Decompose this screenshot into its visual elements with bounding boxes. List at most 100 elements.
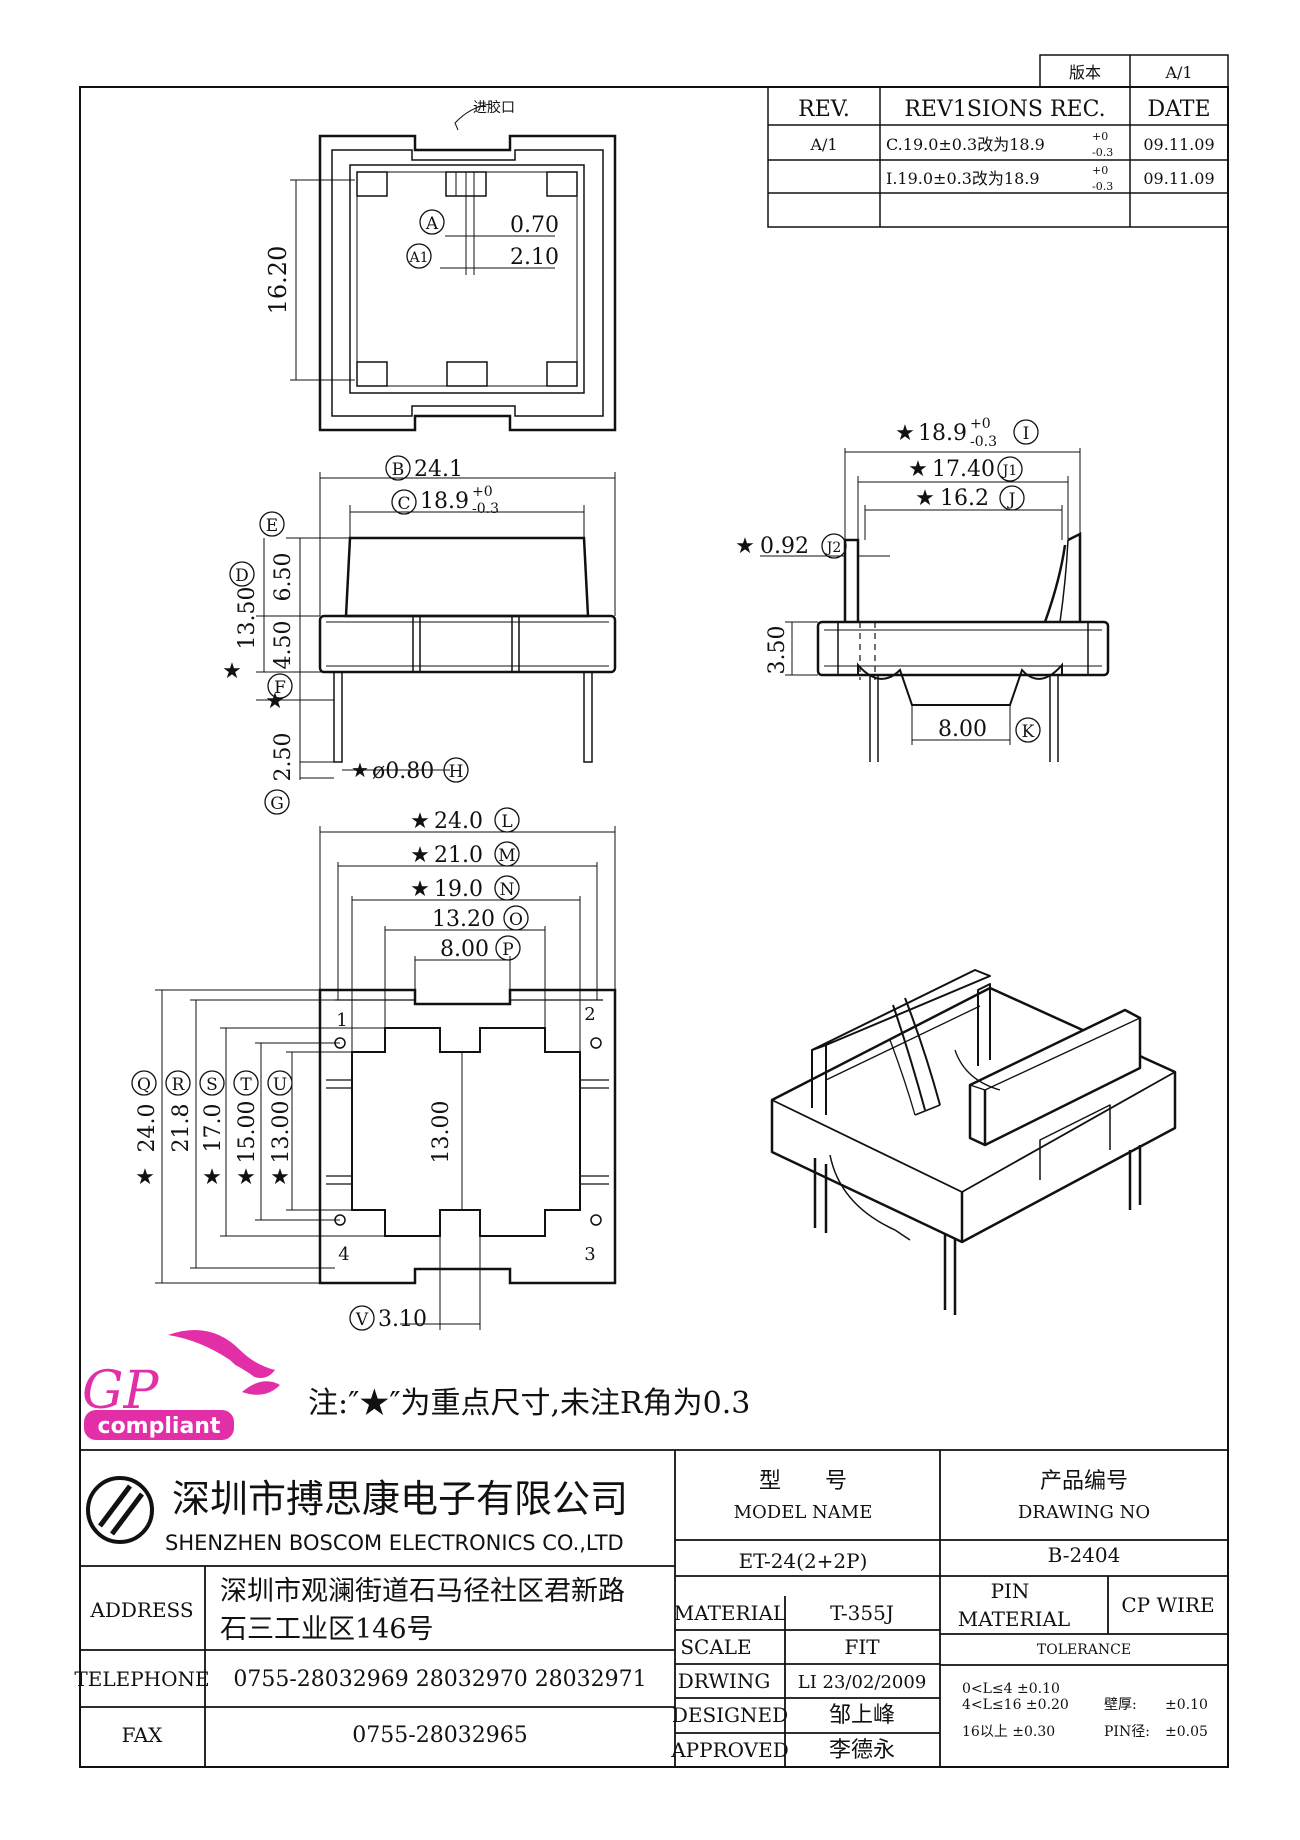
U-label: U xyxy=(273,1075,287,1095)
O-balloon xyxy=(503,905,529,931)
wall-label: 壁厚: xyxy=(1104,1697,1137,1713)
side-view-dims xyxy=(760,448,1081,745)
Q-value: 24.0 xyxy=(135,1104,160,1153)
T-label: T xyxy=(240,1075,252,1095)
J2-balloon xyxy=(821,533,847,559)
I-sub: -0.3 xyxy=(970,434,997,450)
C-sup: +0 xyxy=(472,484,493,500)
revision-table xyxy=(767,54,1229,228)
E-label: E xyxy=(266,516,278,536)
rev-row-2-rec: I.19.0±0.3改为18.9 xyxy=(886,169,1040,188)
Q-star: ★ xyxy=(135,1165,155,1190)
approved-label: APPROVED xyxy=(670,1738,789,1762)
pin-material-label-1: PIN xyxy=(991,1579,1030,1603)
A-balloon xyxy=(419,209,445,235)
D-label: D xyxy=(235,566,249,586)
J1-star: ★ xyxy=(908,457,928,482)
T-star: ★ xyxy=(236,1165,256,1190)
N-balloon xyxy=(494,875,520,901)
O-value: 13.20 xyxy=(432,907,495,932)
V-label: V xyxy=(355,1310,369,1330)
rev-row-1-sub: -0.3 xyxy=(1092,146,1113,159)
L-label: L xyxy=(501,812,512,832)
rev-row-1-rev: A/1 xyxy=(809,135,837,154)
drwing-value: LI 23/02/2009 xyxy=(798,1672,927,1693)
S-star: ★ xyxy=(202,1165,222,1190)
F-label: F xyxy=(274,678,286,698)
C-value: 18.9 xyxy=(420,489,469,514)
pin-2: 2 xyxy=(584,1004,595,1025)
J-star: ★ xyxy=(915,486,935,511)
S-value: 17.0 xyxy=(201,1104,226,1153)
address-line-2: 石三工业区146号 xyxy=(220,1614,434,1645)
side-height-value: 3.50 xyxy=(765,626,790,675)
K-label: K xyxy=(1022,722,1035,742)
L-value: 24.0 xyxy=(434,809,483,834)
J-value: 16.2 xyxy=(940,486,989,511)
tolerance-row-3: 16以上 ±0.30 xyxy=(962,1724,1055,1740)
top-height-value: 16.20 xyxy=(264,246,292,315)
rev-row-1-date: 09.11.09 xyxy=(1143,135,1214,154)
K-value: 8.00 xyxy=(938,717,987,742)
O-label: O xyxy=(509,910,523,930)
rev-row-2-sub: -0.3 xyxy=(1092,180,1113,193)
drawing-label-cn: 产品编号 xyxy=(1040,1469,1128,1494)
T-value: 15.00 xyxy=(235,1101,260,1164)
model-value: ET-24(2+2P) xyxy=(739,1549,868,1573)
side-view xyxy=(816,531,1110,762)
title-block xyxy=(80,1449,1228,1767)
V-value: 3.10 xyxy=(378,1307,427,1332)
U-balloon xyxy=(267,1070,293,1096)
T-balloon xyxy=(233,1070,259,1096)
pin-dia-label: PIN径: xyxy=(1104,1724,1150,1740)
S-balloon xyxy=(199,1070,225,1096)
N-star: ★ xyxy=(410,877,430,902)
B-balloon xyxy=(385,455,411,481)
designed-value: 邹上峰 xyxy=(829,1703,895,1728)
tolerance-row-2: 4<L≤16 ±0.20 xyxy=(962,1697,1069,1713)
I-star: ★ xyxy=(895,421,915,446)
B-label: B xyxy=(392,460,405,480)
D-value: 13.50 xyxy=(235,587,260,650)
C-sub: -0.3 xyxy=(472,501,499,517)
R-value: 21.8 xyxy=(169,1104,194,1153)
J-balloon xyxy=(999,485,1025,511)
H-label: H xyxy=(449,762,464,782)
J2-star: ★ xyxy=(735,534,755,559)
rev-row-2-sup: +0 xyxy=(1092,164,1108,177)
drawing-label-en: DRAWING NO xyxy=(1018,1502,1150,1523)
J2-value: 0.92 xyxy=(760,534,809,559)
J1-balloon xyxy=(997,456,1023,482)
front-view-dims xyxy=(256,472,616,780)
N-value: 19.0 xyxy=(434,877,483,902)
N-label: N xyxy=(500,880,515,900)
fax-label: FAX xyxy=(122,1723,164,1747)
pin-material-value: CP WIRE xyxy=(1121,1593,1214,1617)
M-value: 21.0 xyxy=(434,843,483,868)
A-value: 0.70 xyxy=(510,213,559,238)
material-value: T-355J xyxy=(830,1601,894,1625)
address-line-1: 深圳市观澜街道石马径社区君新路 xyxy=(220,1576,625,1607)
M-label: M xyxy=(498,846,515,866)
R-balloon xyxy=(165,1070,191,1096)
E-balloon xyxy=(259,511,285,537)
rev-row-1-sup: +0 xyxy=(1092,130,1108,143)
G-label: G xyxy=(270,794,284,814)
M-star: ★ xyxy=(410,843,430,868)
A1-label: A1 xyxy=(408,250,428,266)
telephone-value: 0755-28032969 28032970 28032971 xyxy=(233,1667,646,1692)
version-value: A/1 xyxy=(1164,63,1192,82)
L-balloon xyxy=(494,807,520,833)
G-balloon xyxy=(264,789,290,815)
D-balloon xyxy=(229,561,255,587)
address-label: ADDRESS xyxy=(89,1598,193,1622)
G-value: 2.50 xyxy=(271,733,296,782)
I-balloon xyxy=(1013,419,1039,445)
center-height-value: 13.00 xyxy=(429,1101,454,1164)
H-balloon xyxy=(443,757,469,783)
model-label-en: MODEL NAME xyxy=(734,1502,873,1523)
R-label: R xyxy=(172,1075,186,1095)
company-name-cn: 深圳市搏思康电子有限公司 xyxy=(172,1477,628,1521)
A-label: A xyxy=(425,214,439,234)
